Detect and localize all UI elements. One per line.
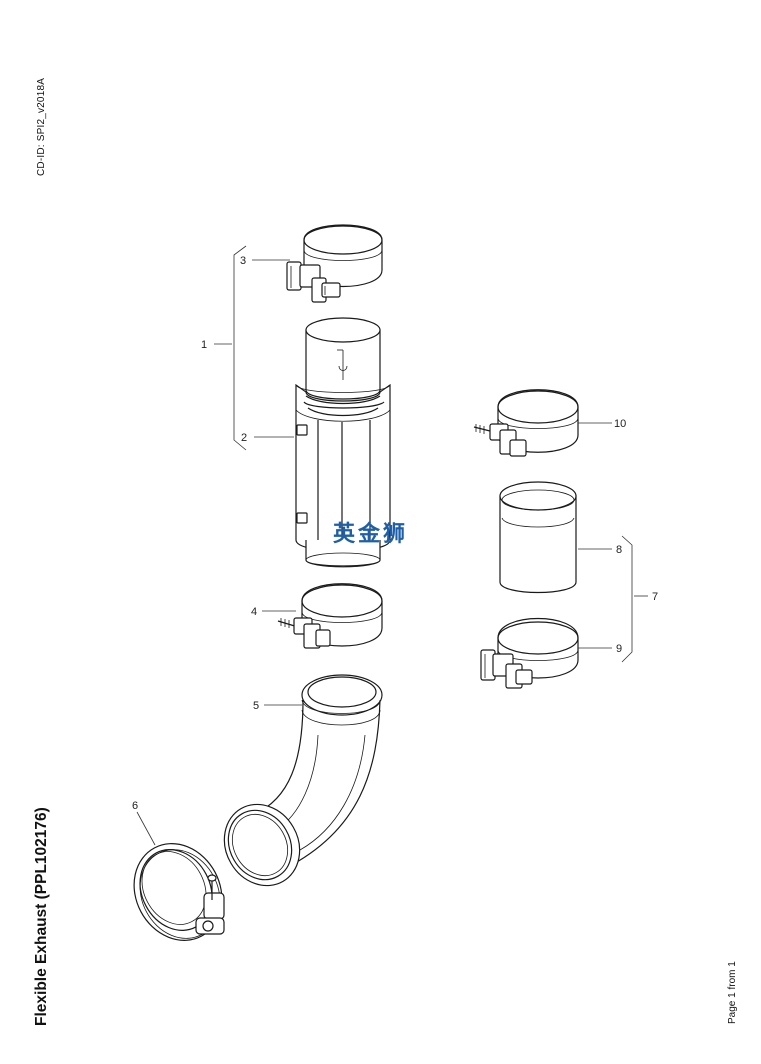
bracket-assembly-7: [621, 535, 648, 663]
callout-5: 5: [253, 700, 259, 712]
callout-2: 2: [241, 432, 247, 444]
callout-10: 10: [614, 418, 626, 430]
part-8-sleeve: [499, 481, 577, 594]
part-4-clamp: [277, 583, 383, 649]
part-3-clamp: [286, 224, 383, 303]
callout-3: 3: [240, 255, 246, 267]
bracket-assembly-1: [214, 245, 247, 451]
callout-4: 4: [251, 606, 257, 618]
callout-9: 9: [616, 643, 622, 655]
part-9-clamp: [480, 617, 579, 689]
callout-1: 1: [201, 339, 207, 351]
watermark-logo: 英金狮: [333, 521, 408, 547]
part-2-flexible-pipe: [295, 317, 391, 568]
callout-7: 7: [652, 591, 658, 603]
part-10-clamp: [473, 389, 579, 457]
callout-8: 8: [616, 544, 622, 556]
callout-6: 6: [132, 800, 138, 812]
leader-lines: [136, 259, 612, 846]
part-5-elbow: [223, 674, 383, 887]
part-6-vband-clamp: [133, 843, 225, 941]
